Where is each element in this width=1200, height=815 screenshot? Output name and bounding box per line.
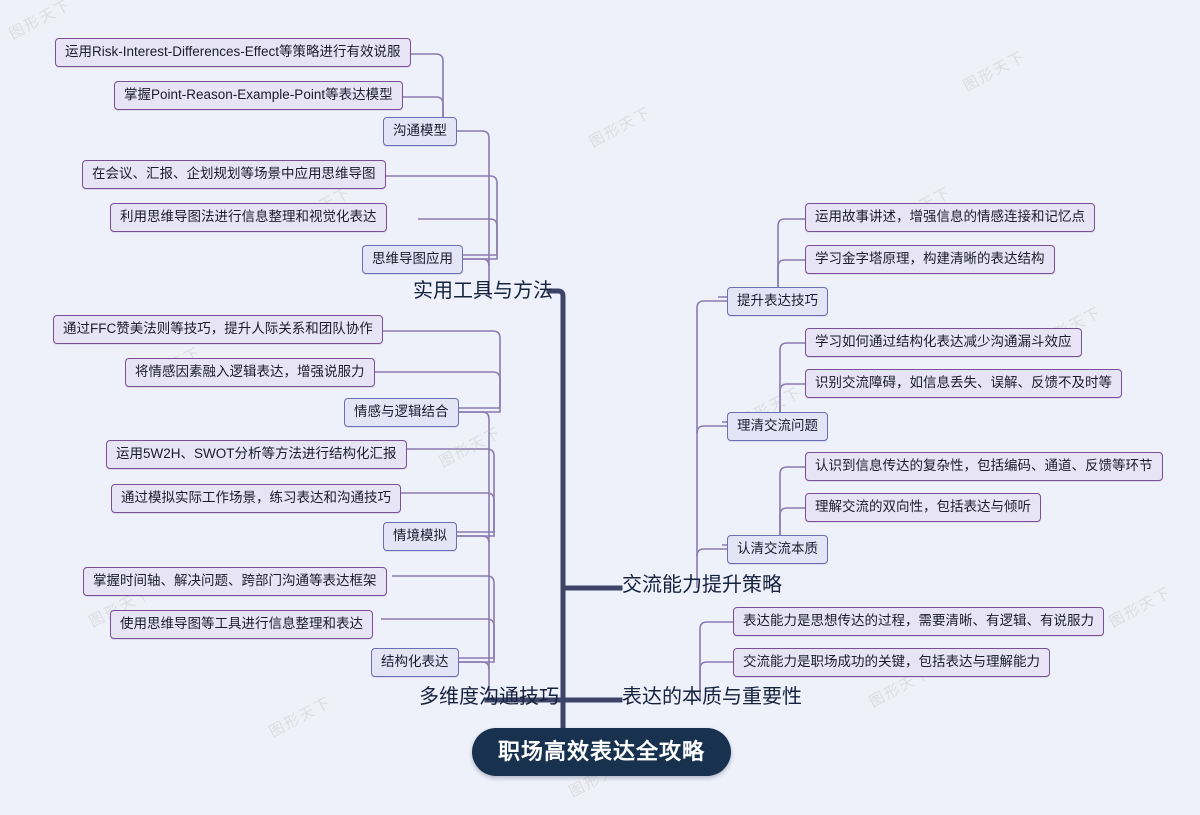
leaf-node[interactable]: 表达能力是思想传达的过程，需要清晰、有逻辑、有说服力: [733, 607, 1104, 636]
branch-nature-and-importance[interactable]: 表达的本质与重要性: [622, 686, 802, 708]
leaf-node[interactable]: 通过FFC赞美法则等技巧，提升人际关系和团队协作: [53, 315, 383, 344]
watermark: 图形天下: [959, 47, 1029, 95]
leaf-node[interactable]: 运用故事讲述，增强信息的情感连接和记忆点: [805, 203, 1095, 232]
leaf-node[interactable]: 交流能力是职场成功的关键，包括表达与理解能力: [733, 648, 1050, 677]
leaf-node[interactable]: 学习如何通过结构化表达减少沟通漏斗效应: [805, 328, 1082, 357]
leaf-node[interactable]: 运用Risk-Interest-Differences-Effect等策略进行有…: [55, 38, 411, 67]
sub-node-recognize-communication-essence[interactable]: 认清交流本质: [727, 535, 828, 564]
leaf-node[interactable]: 理解交流的双向性，包括表达与倾听: [805, 493, 1041, 522]
watermark: 图形天下: [435, 423, 505, 471]
leaf-node[interactable]: 认识到信息传达的复杂性，包括编码、通道、反馈等环节: [805, 452, 1163, 481]
branch-communication-improvement-strategy[interactable]: 交流能力提升策略: [622, 574, 782, 596]
branch-tools-and-methods[interactable]: 实用工具与方法: [413, 280, 553, 302]
sub-node-comm-model[interactable]: 沟通模型: [383, 117, 457, 146]
root-node[interactable]: 职场高效表达全攻略: [472, 728, 732, 776]
leaf-node[interactable]: 识别交流障碍，如信息丢失、误解、反馈不及时等: [805, 369, 1122, 398]
sub-node-clarify-communication-problems[interactable]: 理清交流问题: [727, 412, 828, 441]
leaf-node[interactable]: 在会议、汇报、企划规划等场景中应用思维导图: [82, 160, 386, 189]
branch-multi-dimensional-skills[interactable]: 多维度沟通技巧: [419, 686, 559, 708]
sub-node-mindmap-application[interactable]: 思维导图应用: [362, 245, 463, 274]
leaf-node[interactable]: 使用思维导图等工具进行信息整理和表达: [110, 610, 373, 639]
watermark: 图形天下: [585, 103, 655, 151]
sub-node-scenario-simulation[interactable]: 情境模拟: [383, 522, 457, 551]
leaf-node[interactable]: 利用思维导图法进行信息整理和视觉化表达: [110, 203, 387, 232]
sub-node-improve-expression-skill[interactable]: 提升表达技巧: [727, 287, 828, 316]
leaf-node[interactable]: 掌握Point-Reason-Example-Point等表达模型: [114, 81, 403, 110]
leaf-node[interactable]: 学习金字塔原理，构建清晰的表达结构: [805, 245, 1055, 274]
watermark: 图形天下: [265, 693, 335, 741]
leaf-node[interactable]: 将情感因素融入逻辑表达，增强说服力: [125, 358, 375, 387]
leaf-node[interactable]: 通过模拟实际工作场景，练习表达和沟通技巧: [111, 484, 401, 513]
watermark: 图形天下: [1105, 583, 1175, 631]
leaf-node[interactable]: 掌握时间轴、解决问题、跨部门沟通等表达框架: [83, 567, 387, 596]
sub-node-structured-expression[interactable]: 结构化表达: [371, 648, 459, 677]
leaf-node[interactable]: 运用5W2H、SWOT分析等方法进行结构化汇报: [106, 440, 407, 469]
sub-node-emotion-and-logic[interactable]: 情感与逻辑结合: [344, 398, 459, 427]
